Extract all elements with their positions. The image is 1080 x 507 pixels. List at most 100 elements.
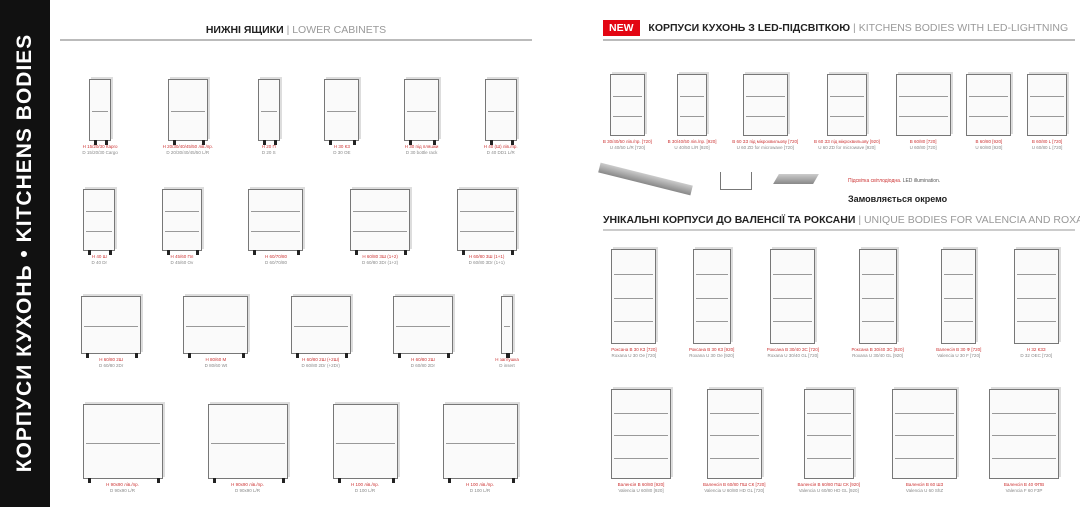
cabinet-drawing-icon <box>442 404 518 483</box>
shelf <box>709 457 759 459</box>
cabinet-item: Н 40 (Ш) лів./пр.D 40 DD1 L/R <box>484 79 518 155</box>
caption-ua: Н 32 КЗЗ <box>1026 347 1046 352</box>
led-profile-end-icon <box>773 174 819 184</box>
cabinet-leg <box>297 250 301 255</box>
shelf <box>353 210 408 212</box>
cabinet-drawing-icon <box>803 389 854 479</box>
cabinet-leg <box>355 250 359 255</box>
cabinet-leg <box>391 478 395 483</box>
cabinet-leg <box>212 478 216 483</box>
cabinet-item: В 30/40/50 лів./пр. [720]U 40/50 L/R [72… <box>603 74 652 150</box>
caption-ua: Валенсія В 60/80 ПШ СК [720] <box>702 482 766 487</box>
cabinet-leg <box>87 478 91 483</box>
cabinet-item: Валенсія В 60/80 ПШ СК [920]Valencia U 6… <box>797 389 860 493</box>
illumination-ua: Підсвітка світлодіодна. <box>848 178 902 184</box>
cabinet-leg <box>329 140 333 145</box>
cabinet-leg <box>353 140 357 145</box>
cabinet-item: Н 100 лів./пр.D 100 L/R <box>332 404 398 493</box>
caption-en: D 80/60 Wt <box>204 362 228 368</box>
cabinet-drawing-icon <box>692 249 731 344</box>
cabinet-drawing-icon <box>257 79 280 145</box>
cabinet-drawing-icon <box>1027 74 1068 136</box>
lower-title-en: | LOWER CABINETS <box>286 24 387 36</box>
cabinet-caption: Н 90х90 лів./пр.D 90x90 L/R <box>106 482 139 493</box>
shelf <box>806 412 851 414</box>
cabinet-leg <box>135 353 139 358</box>
shelf <box>861 297 894 299</box>
cabinet-caption: Н 60/80 3Ш (1+1)D 60/80 3Dr (1+1) <box>469 254 505 265</box>
cabinet-leg <box>404 250 408 255</box>
cabinet-drawing-icon <box>183 296 249 358</box>
cabinet-leg <box>433 140 437 145</box>
cabinet-drawing-icon <box>742 74 788 136</box>
cabinet-caption: В 60 ЗЗ під мікрохвильову [720]U 60 ZD f… <box>732 139 798 150</box>
led-profile-icon <box>598 162 693 196</box>
caption-en: D 20 S <box>261 149 276 155</box>
caption-en: Valencia U 60/80 HD GL [720] <box>704 487 765 493</box>
cabinet-leg <box>281 478 285 483</box>
shelf <box>695 321 728 323</box>
cabinet-caption: Роксана В 30/40 ЗС [720]Roxana U 30/40 G… <box>767 347 819 358</box>
caption-en: D 60/80 2Dr <box>98 362 124 368</box>
cabinet-drawing-icon <box>83 189 116 255</box>
shelf <box>86 231 113 233</box>
shelf <box>612 95 642 97</box>
caption-en: U 40/50 L/R [720] <box>609 144 645 150</box>
cabinet-caption: В 60/80 L [720]U 60/80 L [720] <box>1032 139 1063 150</box>
caption-en: Roxana U 30 Oe [720] <box>611 352 657 358</box>
cabinet-drawing-icon <box>611 249 657 344</box>
shelf <box>459 231 514 233</box>
caption-ua: Н 80/60 М <box>205 357 227 362</box>
cabinet-drawing-icon <box>609 74 645 136</box>
cabinet-item: Н 60/80 3Ш (1+2)D 60/80 3Dr (1+2) <box>350 189 411 265</box>
cabinet-item: Валенсія В 30 Ф [720]Valencia U 30 F [72… <box>936 249 981 358</box>
caption-en: Valencia U 60/80 [920] <box>618 487 664 493</box>
cabinet-caption: Роксана В 30 КЗ [720]Roxana U 30 Oe [720… <box>611 347 656 358</box>
shelf <box>487 111 514 112</box>
cabinet-leg <box>510 250 514 255</box>
cabinet-drawing-icon <box>404 79 440 145</box>
caption-ua: В 30/40/50 лів./пр. [720] <box>602 139 652 144</box>
cabinet-leg <box>253 250 257 255</box>
shelf <box>613 435 668 436</box>
shelf <box>745 95 785 97</box>
shelf <box>1030 95 1065 97</box>
caption-ua: Валенсія В 60/80 [920] <box>617 482 665 487</box>
shelf <box>895 457 955 459</box>
shelf <box>459 210 514 212</box>
cabinet-leg <box>397 353 401 358</box>
shelf <box>773 321 813 323</box>
cabinet-caption: Валенсія В 60/80 ПШ СК [720]Valencia U 6… <box>703 482 766 493</box>
shelf <box>1016 321 1056 323</box>
cabinet-drawing-icon <box>332 404 398 483</box>
shelf <box>86 210 113 212</box>
cabinet-item: Н 90х90 лів./пр.D 90x90 L/R <box>207 404 288 493</box>
caption-en: D 100 L/R <box>469 487 491 493</box>
cabinet-leg <box>507 353 511 358</box>
cabinet-drawing-icon <box>484 79 517 145</box>
shelf <box>1030 116 1065 118</box>
shelf <box>745 116 785 118</box>
caption-en: D 40 DD1 L/R <box>486 149 515 155</box>
shelf <box>944 297 974 299</box>
caption-ua: Н 15/20/30 Карго <box>82 144 118 149</box>
cabinet-drawing-icon <box>324 79 360 145</box>
shelf <box>829 116 864 118</box>
shelf <box>898 95 948 97</box>
shelf <box>186 326 246 327</box>
cabinet-item: Роксана В 30 КЗ [920]Roxana U 30 Oe [920… <box>689 249 734 358</box>
cabinet-drawing-icon <box>770 249 816 344</box>
shelf <box>944 321 974 323</box>
caption-ua: Н 90х90 лів./пр. <box>106 482 139 487</box>
